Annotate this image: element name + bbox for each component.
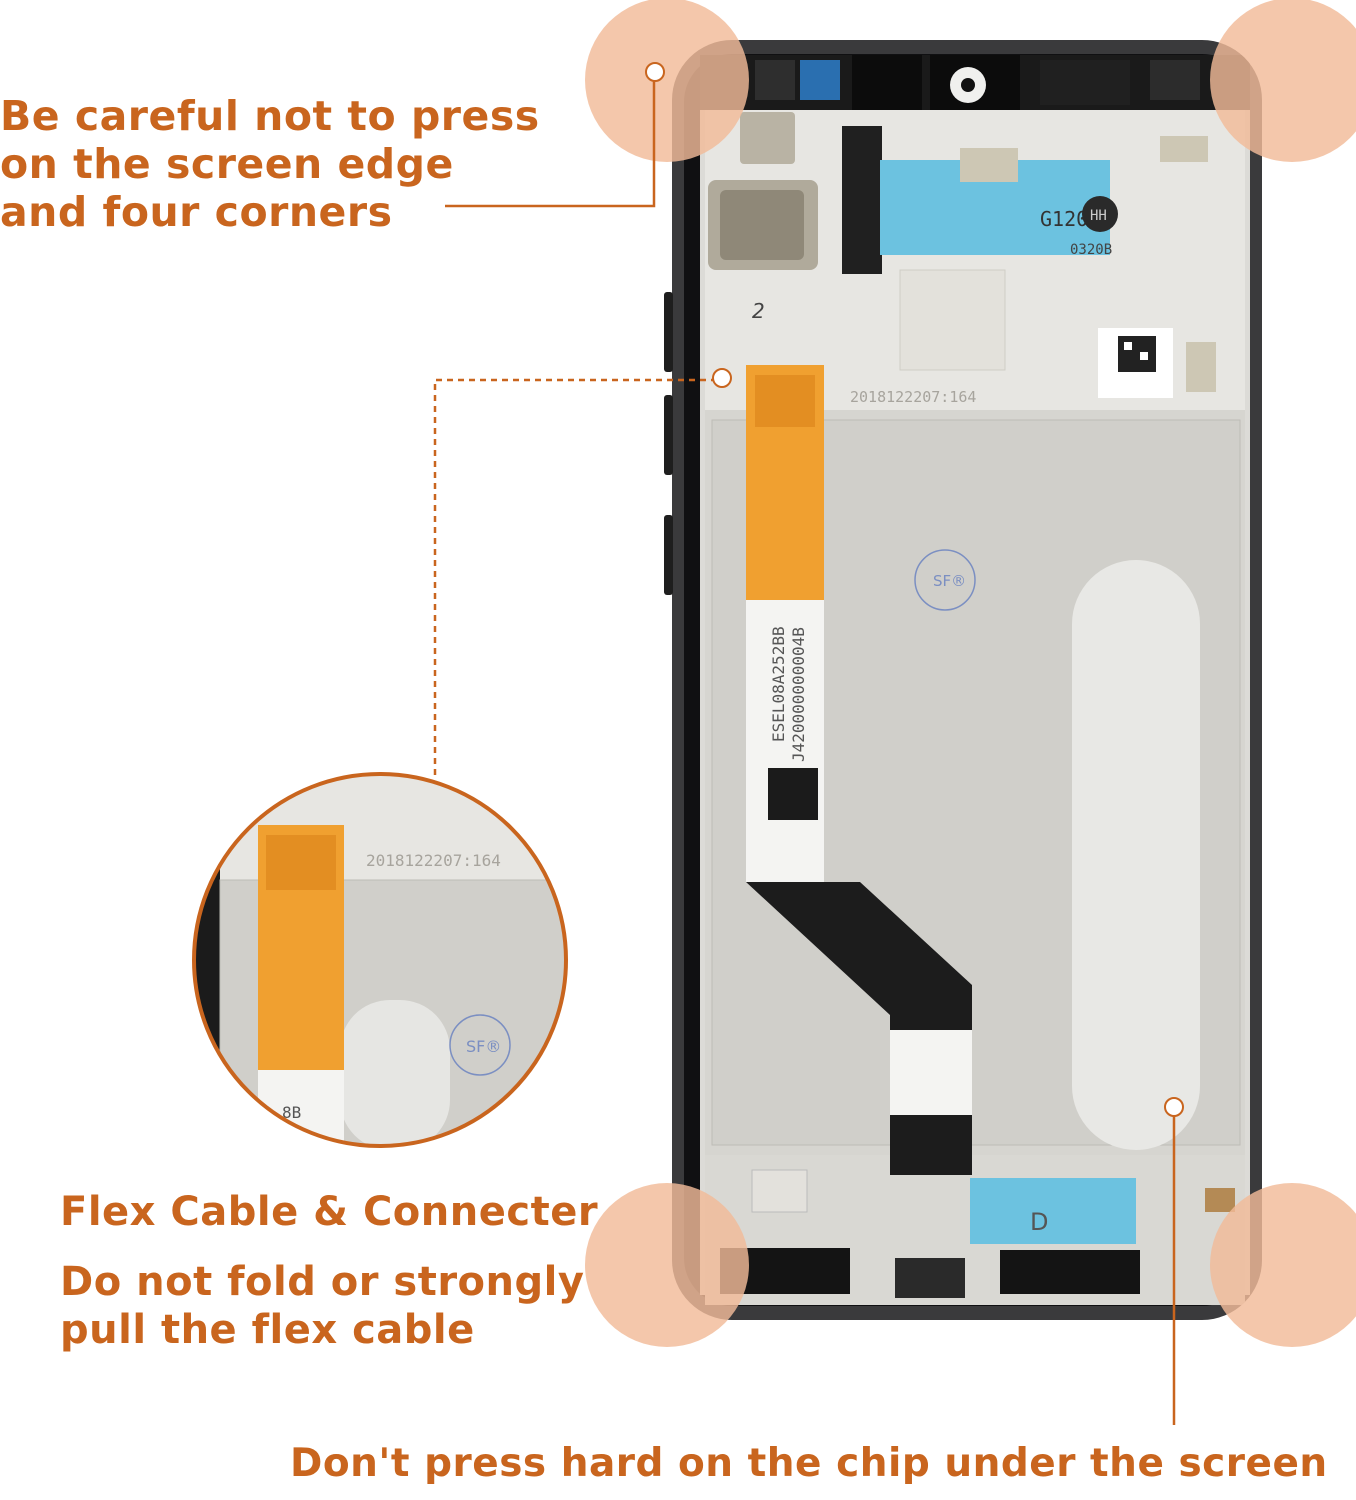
zoom-stamp-text: SF® bbox=[466, 1037, 501, 1056]
black-foam bbox=[842, 126, 882, 274]
caption-line: Do not fold or strongly bbox=[60, 1259, 585, 1305]
flex-cable: ESEL08A252BB J420000000004B bbox=[746, 365, 972, 1175]
zoom-frame-code-text: 2018122207:164 bbox=[366, 851, 501, 870]
caption-line: on the screen edge bbox=[0, 140, 454, 188]
corner-highlight bbox=[1210, 1183, 1356, 1347]
bottom-code-text: 0320B bbox=[1070, 242, 1112, 258]
zoom-cable-code-text: 8B bbox=[282, 1103, 301, 1122]
chip-warning-caption: Don't press hard on the chip under the s… bbox=[290, 1441, 1328, 1486]
corner-warning-caption: Be careful not to press on the screen ed… bbox=[0, 92, 540, 236]
corner-highlights bbox=[585, 0, 1356, 1347]
callout-lines bbox=[433, 62, 1184, 1425]
caption-line: Be careful not to press bbox=[0, 92, 540, 140]
caption-line: pull the flex cable bbox=[60, 1307, 475, 1353]
volume-button bbox=[664, 292, 673, 372]
handwritten-mark: 2 bbox=[752, 299, 765, 323]
frame-code-text: 2018122207:164 bbox=[850, 388, 976, 406]
flex-cable-warning-caption: Do not fold or strongly pull the flex ca… bbox=[60, 1258, 584, 1354]
callout-dot bbox=[645, 62, 665, 82]
hh-text: HH bbox=[1090, 208, 1107, 224]
stamp-icon bbox=[449, 1014, 511, 1076]
cable-code-text: J420000000004B bbox=[789, 627, 808, 762]
corner-mark-text: D bbox=[1030, 1208, 1048, 1236]
volume-button bbox=[664, 395, 673, 475]
zoom-inset: 2018122207:164 SF® 8B 4B bbox=[192, 772, 568, 1148]
callout-dot bbox=[712, 368, 732, 388]
blue-tape bbox=[800, 60, 840, 100]
stamp-text: SF® bbox=[933, 572, 966, 590]
caption-line: and four corners bbox=[0, 188, 393, 236]
cable-code-text: ESEL08A252BB bbox=[769, 626, 788, 742]
zoom-circle-border bbox=[192, 772, 568, 1148]
corner-highlight bbox=[1210, 0, 1356, 162]
backplate-highlight bbox=[1072, 560, 1200, 1150]
corner-highlight bbox=[585, 0, 749, 162]
power-button bbox=[664, 515, 673, 595]
flex-cable-title: Flex Cable & Connecter bbox=[60, 1189, 599, 1235]
cable-qr-code bbox=[768, 768, 818, 820]
callout-dot bbox=[1164, 1097, 1184, 1117]
corner-highlight bbox=[585, 1183, 749, 1347]
metal-shield bbox=[740, 112, 795, 164]
flex-callout-line bbox=[433, 378, 722, 775]
corner-callout-line bbox=[445, 81, 656, 208]
blue-protective-film bbox=[970, 1178, 1136, 1244]
stamp-icon bbox=[914, 549, 976, 611]
